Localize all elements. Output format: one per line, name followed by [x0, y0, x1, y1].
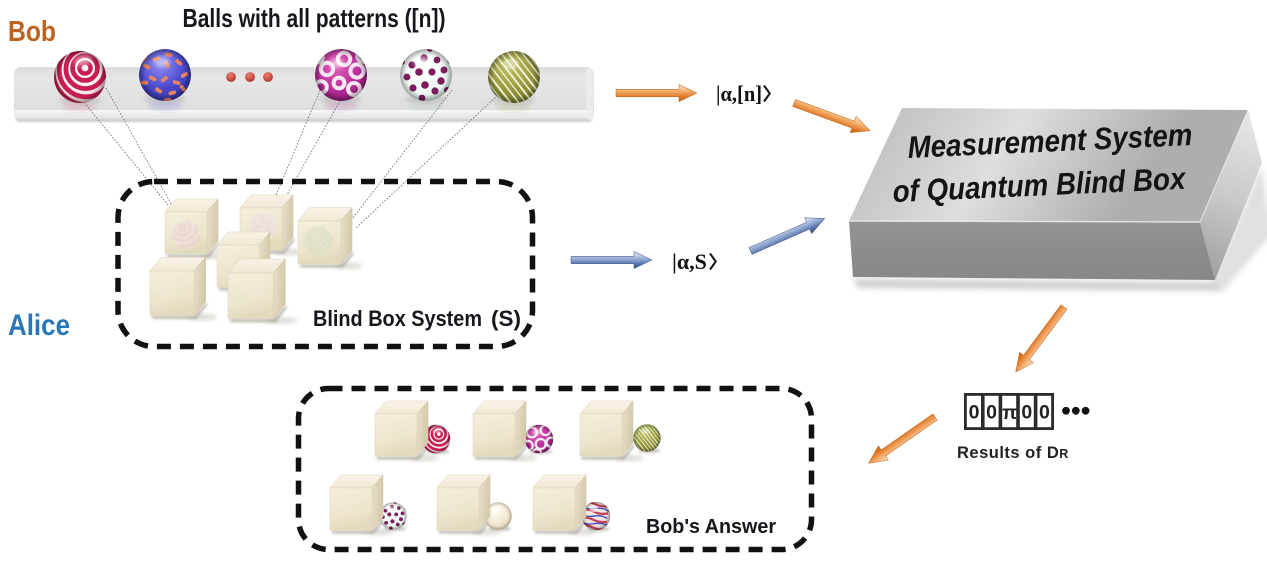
svg-text:Bob: Bob	[8, 16, 56, 48]
svg-text:Balls with all patterns ([n]): Balls with all patterns ([n])	[183, 3, 446, 33]
svg-text:0: 0	[986, 401, 997, 423]
svg-text:Bob's Answer: Bob's Answer	[646, 516, 776, 538]
svg-text:(S): (S)	[491, 306, 521, 331]
svg-text:|α,[n]: |α,[n]	[716, 81, 762, 106]
svg-text:Blind Box System: Blind Box System	[313, 306, 482, 331]
svg-text:|α,S: |α,S	[672, 249, 707, 274]
svg-text:0: 0	[1039, 401, 1050, 423]
svg-text:0: 0	[969, 401, 980, 423]
svg-text:0: 0	[1021, 401, 1032, 423]
svg-text:Results of DR: Results of DR	[957, 444, 1069, 462]
svg-text:π: π	[1002, 402, 1017, 424]
svg-text:Alice: Alice	[8, 309, 70, 342]
